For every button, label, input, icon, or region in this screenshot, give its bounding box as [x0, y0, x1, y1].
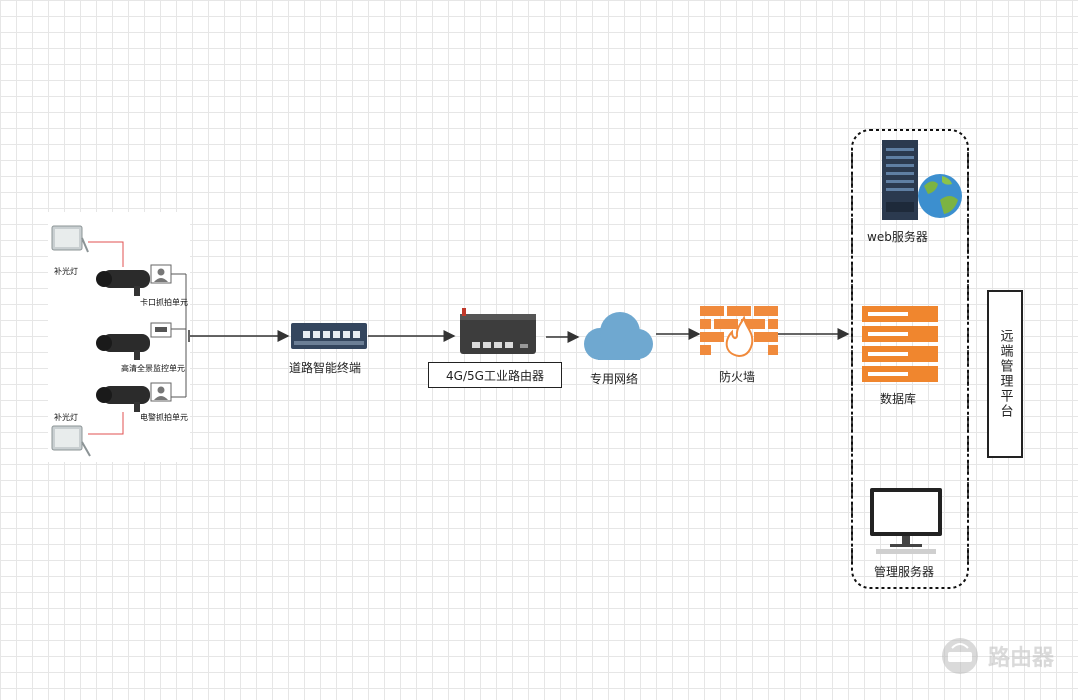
- fill-light-label: 补光灯: [54, 267, 78, 276]
- camera-panel: 补光灯 卡口抓拍单元 高清全景监控单元 电警抓拍单元 补光灯: [48, 212, 190, 462]
- remote-platform-box: 远端管理平台: [987, 290, 1023, 458]
- watermark-text: 路由器: [988, 646, 1055, 671]
- router-label: 4G/5G工业路由器: [446, 368, 544, 383]
- management-server-label: 管理服务器: [874, 565, 935, 579]
- camera-icon: [96, 386, 150, 412]
- router-label-box: 4G/5G工业路由器: [428, 362, 562, 388]
- switch-icon: [291, 323, 367, 349]
- epolice-unit-icon: [150, 382, 172, 402]
- web-server-label: web服务器: [867, 230, 928, 244]
- private-network-label: 专用网络: [590, 372, 639, 386]
- remote-platform-label: 远端管理平台: [997, 329, 1013, 419]
- fill-light-icon: [51, 225, 89, 253]
- checkpoint-unit-icon: [150, 264, 172, 284]
- database-icon: [862, 306, 938, 382]
- camera-icon: [96, 270, 150, 296]
- camera-icon: [96, 334, 150, 360]
- road-terminal-label: 道路智能终端: [289, 361, 362, 375]
- database-label: 数据库: [880, 392, 917, 406]
- monitor-unit-icon: [150, 322, 172, 338]
- cloud-icon: [584, 312, 653, 360]
- web-server-icon: [882, 140, 962, 220]
- fill-light-icon: [51, 425, 91, 457]
- watermark: 路由器: [936, 636, 1054, 676]
- hd-monitor-unit-label: 高清全景监控单元: [121, 364, 185, 373]
- server-group-border: [851, 129, 969, 589]
- epolice-unit-label: 电警抓拍单元: [140, 413, 188, 422]
- router-icon: [460, 308, 536, 354]
- checkpoint-unit-label: 卡口抓拍单元: [140, 298, 188, 307]
- fill-light-label: 补光灯: [54, 413, 78, 422]
- firewall-icon: [700, 306, 778, 358]
- router-logo-icon: [942, 638, 978, 674]
- monitor-icon: [870, 488, 942, 554]
- firewall-label: 防火墙: [719, 370, 756, 384]
